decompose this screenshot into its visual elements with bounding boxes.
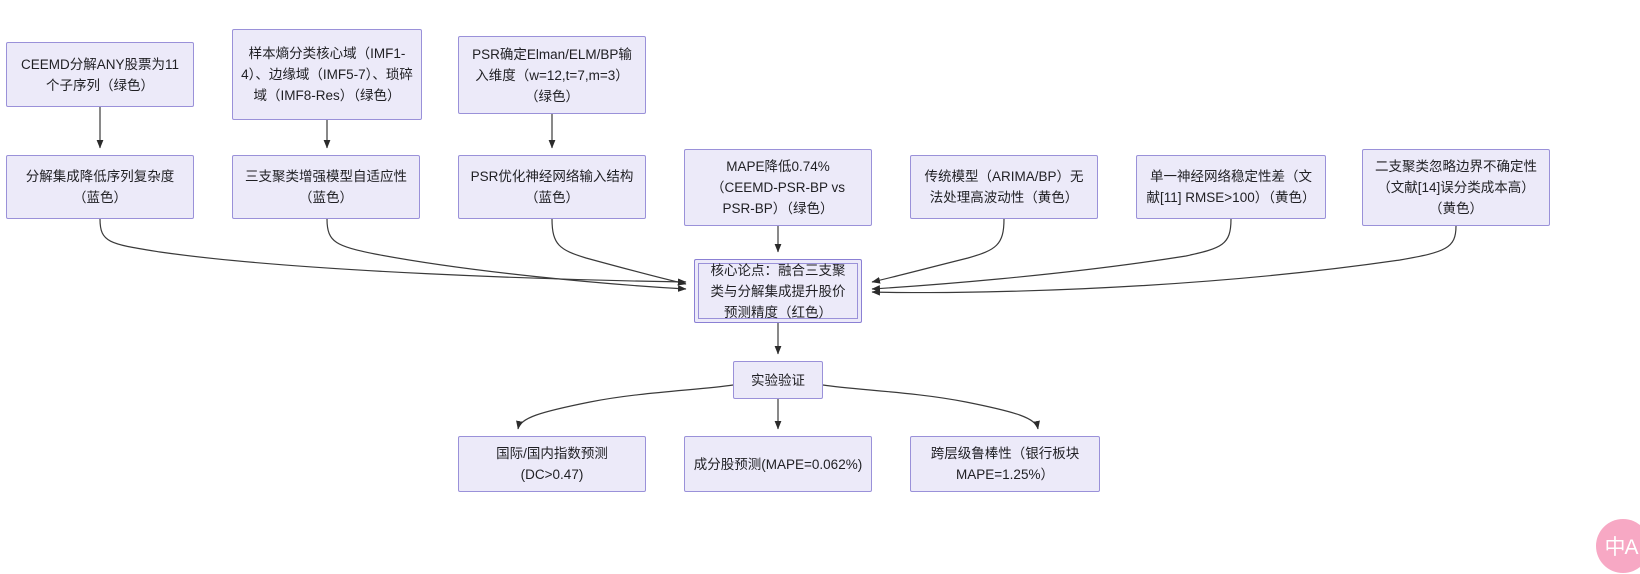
node-label: 国际/国内指数预测(DC>0.47) xyxy=(496,446,608,482)
node-two-way-clustering-gap[interactable]: 二支聚类忽略边界不确定性（文献[14]误分类成本高）（黄色） xyxy=(1362,149,1550,226)
node-decomposition-reduces-complexity[interactable]: 分解集成降低序列复杂度（蓝色） xyxy=(6,155,194,219)
node-result-cross-level-robustness[interactable]: 跨层级鲁棒性（银行板块MAPE=1.25%） xyxy=(910,436,1100,492)
node-result-index-prediction[interactable]: 国际/国内指数预测(DC>0.47) xyxy=(458,436,646,492)
watermark-badge: 中A xyxy=(1596,519,1640,573)
node-ceemd-decomposition[interactable]: CEEMD分解ANY股票为11个子序列（绿色） xyxy=(6,42,194,107)
node-label: PSR优化神经网络输入结构（蓝色） xyxy=(470,169,634,205)
node-single-network-instability-gap[interactable]: 单一神经网络稳定性差（文献[11] RMSE>100）（黄色） xyxy=(1136,155,1326,219)
edge-n6-core xyxy=(551,218,687,286)
edge-exp-r3 xyxy=(822,384,1040,430)
edge-exp-r1 xyxy=(516,384,734,430)
node-label: 二支聚类忽略边界不确定性（文献[14]误分类成本高）（黄色） xyxy=(1375,159,1537,216)
node-experimental-validation[interactable]: 实验验证 xyxy=(733,361,823,399)
node-label: CEEMD分解ANY股票为11个子序列（绿色） xyxy=(20,56,180,93)
node-label: 传统模型（ARIMA/BP）无法处理高波动性（黄色） xyxy=(924,169,1084,205)
node-label: 单一神经网络稳定性差（文献[11] RMSE>100）（黄色） xyxy=(1146,169,1316,205)
edge-n8-core xyxy=(871,218,1005,284)
node-mape-improvement-evidence[interactable]: MAPE降低0.74%（CEEMD-PSR-BP vs PSR-BP）（绿色） xyxy=(684,149,872,226)
node-label: 跨层级鲁棒性（银行板块MAPE=1.25%） xyxy=(930,446,1080,482)
node-label: 成分股预测(MAPE=0.062%) xyxy=(693,456,863,472)
node-result-constituent-stock[interactable]: 成分股预测(MAPE=0.062%) xyxy=(684,436,872,492)
edge-n10-core xyxy=(871,225,1457,296)
node-three-way-clustering-adaptivity[interactable]: 三支聚类增强模型自适应性（蓝色） xyxy=(232,155,420,219)
node-traditional-models-gap[interactable]: 传统模型（ARIMA/BP）无法处理高波动性（黄色） xyxy=(910,155,1098,219)
node-label: 样本熵分类核心域（IMF1-4）、边缘域（IMF5-7）、琐碎域（IMF8-Re… xyxy=(241,46,413,103)
node-label: 实验验证 xyxy=(751,372,805,388)
node-core-claim[interactable]: 核心论点：融合三支聚类与分解集成提升股价预测精度（红色） xyxy=(694,259,862,323)
edge-n4-core xyxy=(99,218,687,286)
node-label: 三支聚类增强模型自适应性（蓝色） xyxy=(245,169,407,205)
edge-n5-core xyxy=(326,218,687,292)
node-psr-optimizes-network-structure[interactable]: PSR优化神经网络输入结构（蓝色） xyxy=(458,155,646,219)
node-label: 核心论点：融合三支聚类与分解集成提升股价预测精度（红色） xyxy=(710,262,846,320)
node-psr-input-dimension[interactable]: PSR确定Elman/ELM/BP输入维度（w=12,t=7,m=3）（绿色） xyxy=(458,36,646,114)
edge-n9-core xyxy=(871,218,1232,292)
node-sample-entropy-domains[interactable]: 样本熵分类核心域（IMF1-4）、边缘域（IMF5-7）、琐碎域（IMF8-Re… xyxy=(232,29,422,120)
node-label: MAPE降低0.74%（CEEMD-PSR-BP vs PSR-BP）（绿色） xyxy=(710,159,846,216)
node-label: 分解集成降低序列复杂度（蓝色） xyxy=(25,169,175,205)
node-label: PSR确定Elman/ELM/BP输入维度（w=12,t=7,m=3）（绿色） xyxy=(472,46,632,104)
watermark-text: 中A xyxy=(1604,536,1638,559)
